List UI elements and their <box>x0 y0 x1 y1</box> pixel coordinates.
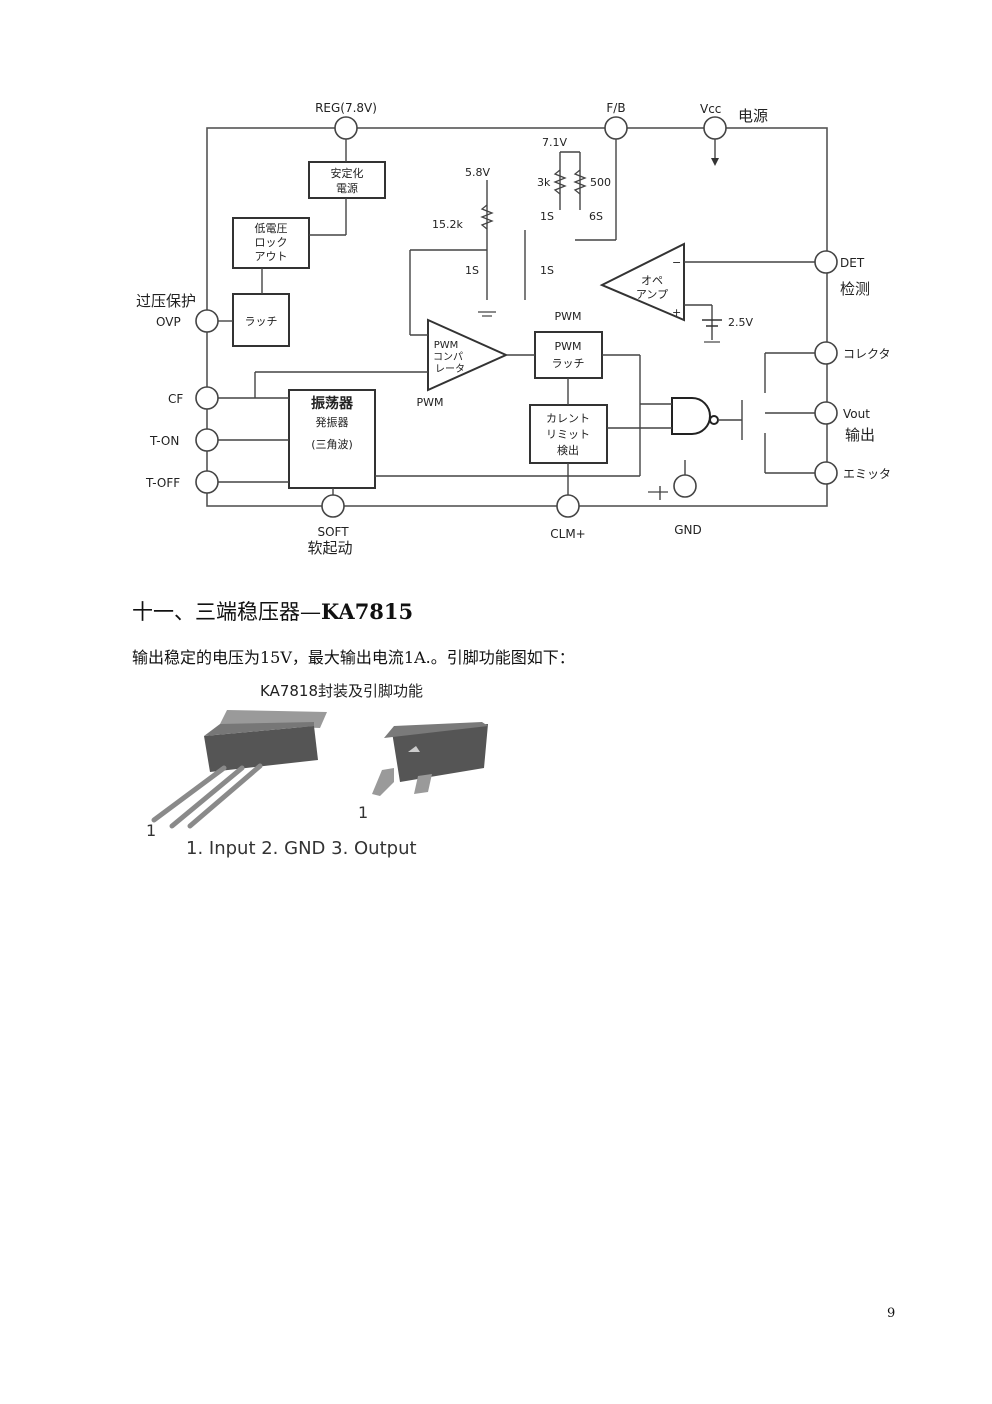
pin-ovp <box>195 309 219 333</box>
block-diagram: REG(7.8V) F/B Vcc 电源 DET 检测 过压保护 OVP CF … <box>136 101 891 557</box>
page-number: 9 <box>887 1306 896 1321</box>
pin-reg <box>334 116 358 140</box>
pin-circles <box>195 116 838 518</box>
label-soft-cn: 软起动 <box>307 539 352 557</box>
label-500: 500 <box>590 176 611 189</box>
pin1-label-left: 1 <box>146 821 156 840</box>
label-ton: T-ON <box>149 434 179 448</box>
label-vout: Vout <box>843 407 870 421</box>
label-6s: 6S <box>589 210 603 223</box>
pin-toff <box>195 470 219 494</box>
pin-ton <box>195 428 219 452</box>
regulator-label-1: 安定化 <box>331 166 364 180</box>
d2pak-package-image <box>372 722 488 796</box>
label-soft: SOFT <box>317 525 349 539</box>
label-vcc: Vcc <box>700 102 721 116</box>
label-ovp: OVP <box>156 315 181 329</box>
label-vcc-cn: 电源 <box>738 107 768 125</box>
oscillator-block <box>288 389 376 489</box>
package-figure: KA7818封装及引脚功能 1 1 1. Input 2. GND 3. Out <box>146 682 488 859</box>
pin-vout <box>814 401 838 425</box>
label-2-5v: 2.5V <box>728 316 753 329</box>
pin-soft <box>321 494 345 518</box>
pin-emitter <box>814 461 838 485</box>
label-det: DET <box>840 256 865 270</box>
pwm-latch-label-2: ラッチ <box>552 357 585 370</box>
latch-label: ラッチ <box>245 315 278 328</box>
osc-label-2: (三角波) <box>311 438 353 451</box>
label-ovp-cn: 过压保护 <box>136 292 196 310</box>
nand-gate <box>671 397 719 435</box>
section-description: 输出稳定的电压为15V，最大输出电流1A.。引脚功能图如下： <box>132 648 575 667</box>
label-vout-cn: 输出 <box>845 426 875 444</box>
osc-label-1: 発振器 <box>316 415 349 429</box>
heading-prefix: 十一、三端稳压器— <box>132 600 321 624</box>
pin-collector <box>814 341 838 365</box>
label-cf: CF <box>168 392 183 406</box>
section-heading: 十一、三端稳压器—KA7815 <box>132 596 413 626</box>
package-caption: 1. Input 2. GND 3. Output <box>186 838 417 859</box>
pin-fb <box>604 116 628 140</box>
op-amp <box>599 242 685 322</box>
to220-package-image <box>151 710 327 829</box>
regulator-block <box>308 161 386 199</box>
pin-vcc <box>703 116 727 140</box>
pin-gnd <box>673 474 697 498</box>
label-collector: コレクタ <box>843 347 891 361</box>
pwm-comp-label-3: レータ <box>435 363 465 375</box>
label-toff: T-OFF <box>145 476 180 490</box>
osc-label-cn: 振荡器 <box>311 395 354 412</box>
latch-block <box>232 293 290 347</box>
current-label-2: リミット <box>546 428 590 441</box>
label-det-cn: 检测 <box>840 280 870 298</box>
heading-model: KA7815 <box>321 599 414 624</box>
label-3k: 3k <box>537 176 551 189</box>
pin-det <box>814 250 838 274</box>
current-label-1: カレント <box>546 412 590 425</box>
label-gnd: GND <box>674 523 702 537</box>
resistor-15k <box>480 204 494 230</box>
vcc-arrow-icon <box>711 158 719 166</box>
opamp-plus: + <box>672 306 681 319</box>
label-15-2k: 15.2k <box>432 218 463 231</box>
current-label-3: 検出 <box>557 443 579 457</box>
uvlo-label-1: 低電圧 <box>255 222 288 235</box>
pwm-latch-label-1: PWM <box>554 340 581 353</box>
resistor-500 <box>573 169 587 195</box>
resistor-3k <box>553 169 567 195</box>
label-pwm-bottom: PWM <box>416 396 443 409</box>
pwm-comp-label-1: PWM <box>434 340 459 351</box>
pwm-latch-block <box>534 331 603 379</box>
uvlo-label-3: アウト <box>255 250 288 263</box>
uvlo-label-2: ロック <box>255 236 288 249</box>
pin-cf <box>195 386 219 410</box>
opamp-label-2: アンプ <box>636 288 668 301</box>
label-reg: REG(7.8V) <box>315 101 377 115</box>
label-1s-a: 1S <box>540 210 554 223</box>
label-clm: CLM+ <box>550 527 585 541</box>
opamp-minus: − <box>672 256 681 269</box>
package-title: KA7818封装及引脚功能 <box>260 682 423 700</box>
label-7-1v: 7.1V <box>542 136 567 149</box>
pwm-comparator <box>427 318 509 392</box>
regulator-label-2: 電源 <box>336 181 358 195</box>
opamp-label-1: オペ <box>641 274 663 287</box>
label-fb: F/B <box>606 101 625 115</box>
label-1s-b: 1S <box>465 264 479 277</box>
label-emitter: エミッタ <box>843 467 891 481</box>
label-pwm-top: PWM <box>554 310 581 323</box>
label-5-8v: 5.8V <box>465 166 490 179</box>
pin-clm <box>556 494 580 518</box>
pwm-comp-label-2: コンパ <box>433 351 463 363</box>
pin1-label-right: 1 <box>358 803 368 822</box>
label-1s-c: 1S <box>540 264 554 277</box>
uvlo-block <box>232 217 310 269</box>
